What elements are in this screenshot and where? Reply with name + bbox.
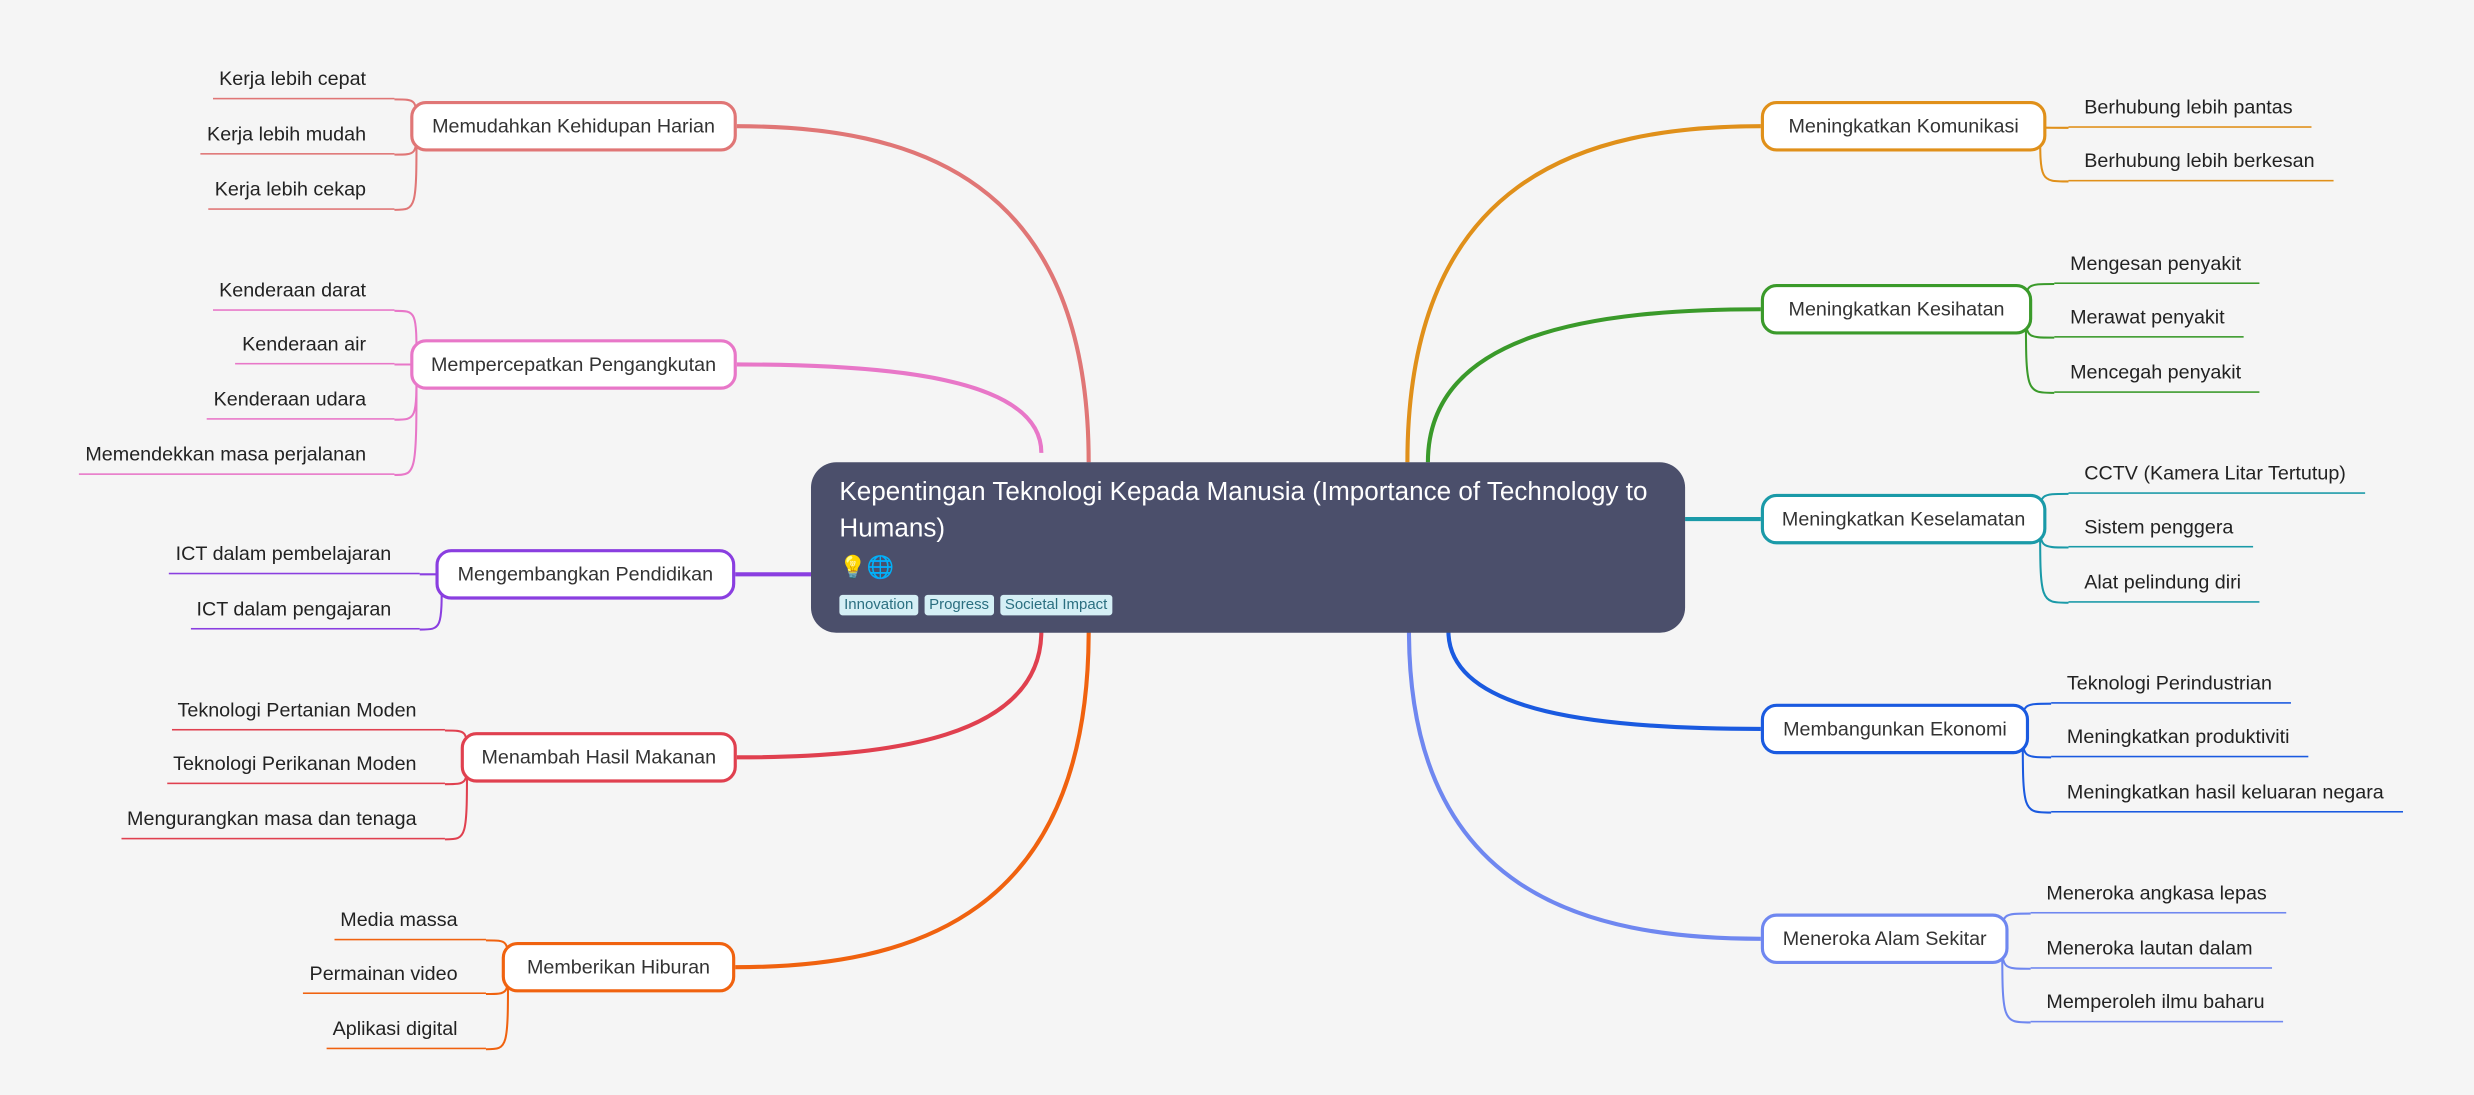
subtopic-leaf[interactable]: Memperoleh ilmu baharu: [2030, 989, 2284, 1023]
subtopic-leaf[interactable]: Aplikasi digital: [326, 1016, 486, 1050]
topic-node[interactable]: Menambah Hasil Makanan: [460, 732, 737, 783]
subtopic-leaf[interactable]: Meningkatkan produktiviti: [2051, 724, 2309, 758]
subtopic-leaf[interactable]: Sistem penggera: [2068, 514, 2253, 548]
branch-edge: [735, 631, 1091, 970]
leaf-edge: [485, 967, 510, 1051]
leaf-edge: [2001, 938, 2031, 1024]
leaf-edge: [444, 757, 469, 841]
subtopic-leaf[interactable]: Mengurangkan masa dan tenaga: [120, 806, 445, 840]
subtopic-leaf[interactable]: Meneroka lautan dalam: [2030, 936, 2272, 969]
subtopic-leaf[interactable]: Teknologi Perikanan Moden: [166, 751, 445, 785]
subtopic-leaf[interactable]: Kerja lebih mudah: [200, 121, 395, 155]
branch-edge: [1425, 307, 1761, 463]
tag-progress[interactable]: Progress: [924, 594, 994, 616]
central-topic-title: Kepentingan Teknologi Kepada Manusia (Im…: [839, 478, 1648, 543]
subtopic-leaf[interactable]: Kenderaan udara: [207, 387, 395, 420]
topic-node[interactable]: Meningkatkan Komunikasi: [1760, 100, 2047, 152]
central-topic[interactable]: Kepentingan Teknologi Kepada Manusia (Im…: [810, 462, 1686, 633]
subtopic-leaf[interactable]: ICT dalam pembelajaran: [169, 541, 420, 575]
tag-list: Innovation Progress Societal Impact: [839, 594, 1656, 616]
subtopic-leaf[interactable]: Merawat penyakit: [2054, 305, 2244, 338]
subtopic-leaf[interactable]: Kenderaan air: [235, 331, 395, 365]
leaf-edge: [394, 126, 418, 211]
branch-edge: [1406, 631, 1761, 941]
leaf-edge: [2039, 519, 2069, 604]
topic-node[interactable]: Meningkatkan Kesihatan: [1760, 284, 2033, 335]
subtopic-leaf[interactable]: Alat pelindung diri: [2068, 570, 2261, 603]
subtopic-leaf[interactable]: Permainan video: [303, 961, 486, 995]
subtopic-leaf[interactable]: Media massa: [333, 907, 486, 941]
topic-node[interactable]: Meningkatkan Keselamatan: [1760, 493, 2047, 545]
subtopic-leaf[interactable]: Berhubung lebih pantas: [2068, 95, 2312, 128]
subtopic-leaf[interactable]: Kerja lebih cepat: [212, 66, 395, 100]
topic-node[interactable]: Memudahkan Kehidupan Harian: [410, 100, 737, 152]
subtopic-leaf[interactable]: Mengesan penyakit: [2054, 251, 2261, 285]
branch-edge: [736, 631, 1044, 760]
topic-node[interactable]: Membangunkan Ekonomi: [1760, 703, 2030, 755]
leaf-edge: [394, 364, 418, 476]
branch-edge: [1446, 631, 1761, 731]
subtopic-leaf[interactable]: Berhubung lebih berkesan: [2068, 148, 2334, 182]
subtopic-leaf[interactable]: ICT dalam pengajaran: [190, 596, 420, 630]
subtopic-leaf[interactable]: Mencegah penyakit: [2054, 360, 2261, 393]
leaf-edge: [2024, 309, 2055, 394]
topic-node[interactable]: Meneroka Alam Sekitar: [1760, 913, 2009, 965]
subtopic-leaf[interactable]: Kenderaan darat: [212, 278, 395, 311]
subtopic-leaf[interactable]: Teknologi Pertanian Moden: [171, 697, 445, 731]
subtopic-leaf[interactable]: CCTV (Kamera Litar Tertutup): [2068, 461, 2365, 494]
subtopic-leaf[interactable]: Kerja lebih cekap: [208, 177, 395, 210]
branch-edge: [736, 362, 1044, 453]
branch-edge: [736, 124, 1091, 463]
topic-node[interactable]: Mempercepatkan Pengangkutan: [410, 339, 737, 390]
leaf-edge: [2021, 728, 2052, 814]
subtopic-leaf[interactable]: Memendekkan masa perjalanan: [79, 442, 395, 475]
topic-node[interactable]: Memberikan Hiburan: [501, 941, 736, 993]
lightbulb-globe-icon: 💡🌐: [839, 553, 895, 580]
tag-societal-impact[interactable]: Societal Impact: [1000, 594, 1113, 616]
tag-innovation[interactable]: Innovation: [839, 594, 919, 616]
subtopic-leaf[interactable]: Teknologi Perindustrian: [2051, 671, 2291, 704]
subtopic-leaf[interactable]: Meneroka angkasa lepas: [2030, 880, 2286, 914]
branch-edge: [1405, 124, 1761, 463]
topic-node[interactable]: Mengembangkan Pendidikan: [435, 549, 736, 600]
subtopic-leaf[interactable]: Meningkatkan hasil keluaran negara: [2051, 779, 2403, 813]
